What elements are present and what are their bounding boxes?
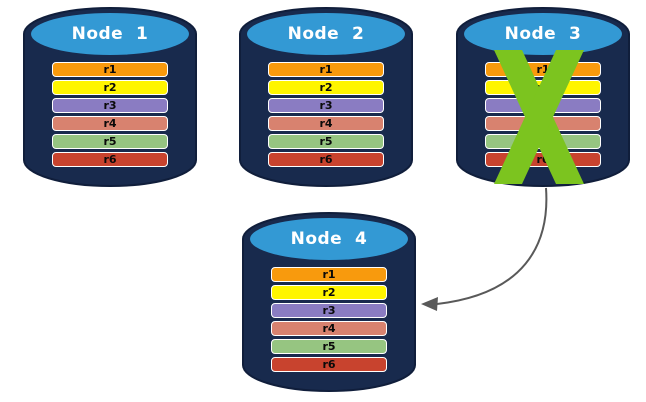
replica-row-r1: r1 — [271, 267, 387, 282]
replica-row-r2: r2 — [52, 80, 168, 95]
node-4: Node 4 r1 r2 r3 r4 r5 r6 — [240, 209, 418, 395]
replica-row-r1: r1 — [268, 62, 384, 77]
node-title: Node 4 — [290, 229, 368, 249]
arrowhead-icon — [421, 297, 438, 311]
replica-row-r5: r5 — [271, 339, 387, 354]
replica-row-r6: r6 — [52, 152, 168, 167]
replica-row-r5: r5 — [268, 134, 384, 149]
replica-row-r2: r2 — [271, 285, 387, 300]
row-stack: r1 r2 r3 r4 r5 r6 — [271, 267, 387, 375]
replica-row-r4: r4 — [268, 116, 384, 131]
row-stack: r1 r2 r3 r4 r5 r6 — [268, 62, 384, 170]
replica-row-r5: r5 — [52, 134, 168, 149]
node-1: Node 1 r1 r2 r3 r4 r5 r6 — [21, 4, 199, 190]
row-stack: r1 r2 r3 r4 r5 r6 — [52, 62, 168, 170]
replica-row-r6: r6 — [268, 152, 384, 167]
replica-row-r2: r2 — [268, 80, 384, 95]
node-title: Node 1 — [71, 24, 149, 44]
replica-row-r4: r4 — [271, 321, 387, 336]
node-2: Node 2 r1 r2 r3 r4 r5 r6 — [237, 4, 415, 190]
replica-row-r4: r4 — [52, 116, 168, 131]
failure-x-icon — [494, 50, 584, 184]
node-title: Node 3 — [504, 24, 582, 44]
replica-row-r3: r3 — [268, 98, 384, 113]
node-3: Node 3 r1 r2 r3 r4 r5 r6 — [454, 4, 632, 190]
replica-row-r3: r3 — [52, 98, 168, 113]
replica-row-r1: r1 — [52, 62, 168, 77]
replica-row-r3: r3 — [271, 303, 387, 318]
replica-row-r6: r6 — [271, 357, 387, 372]
node-title: Node 2 — [287, 24, 365, 44]
